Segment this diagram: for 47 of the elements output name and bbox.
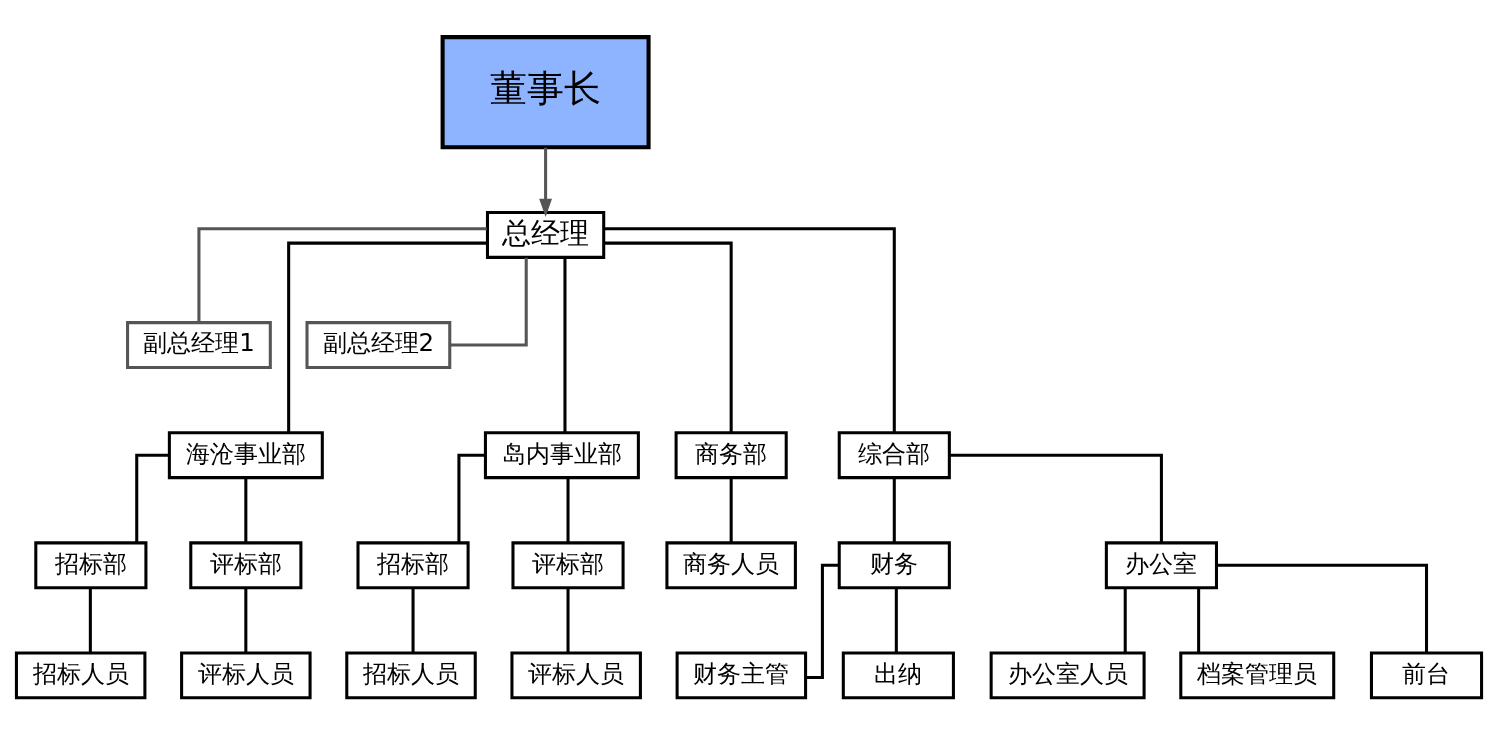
node-box: 前台 [1369, 651, 1484, 700]
connector [88, 588, 92, 653]
node-box: 综合部 [837, 431, 951, 480]
node-box: 出纳 [841, 651, 955, 700]
node-box: 招标部 [34, 541, 148, 590]
connector [287, 241, 488, 433]
node-box: 总经理 [485, 211, 606, 259]
node-box: 评标人员 [180, 651, 312, 700]
node-box: 岛内事业部 [483, 431, 640, 480]
node-box: 财务主管 [675, 651, 808, 700]
connector [1217, 563, 1429, 653]
arrow [539, 147, 553, 218]
connector [244, 478, 248, 543]
node-box: 评标部 [189, 541, 303, 590]
connector [135, 453, 169, 543]
connector [411, 588, 415, 653]
connector [566, 478, 570, 543]
connector [603, 227, 896, 433]
node-box: 办公室 [1104, 541, 1218, 590]
connector [457, 453, 485, 543]
connector [563, 257, 567, 433]
connector [892, 478, 896, 543]
connector [1123, 588, 1127, 653]
node-box: 评标人员 [510, 651, 642, 700]
node-box: 招标人员 [345, 651, 477, 700]
connector [566, 588, 570, 653]
connector [894, 588, 898, 653]
node-box: 副总经理2 [305, 321, 452, 370]
connector [1197, 588, 1201, 653]
node-box: 财务 [837, 541, 951, 590]
node-box: 办公室人员 [989, 651, 1146, 700]
connector [729, 478, 733, 543]
node-box: 评标部 [511, 541, 625, 590]
node-box: 副总经理1 [126, 321, 272, 370]
node-box: 招标部 [356, 541, 470, 590]
connector [244, 588, 248, 653]
connector [806, 563, 840, 679]
connector [604, 241, 733, 433]
node-box: 档案管理员 [1179, 651, 1336, 700]
connector [450, 257, 528, 347]
node-box: 商务部 [674, 431, 788, 480]
connector [197, 227, 487, 323]
node-box: 董事长 [440, 35, 651, 150]
node-box: 商务人员 [665, 541, 797, 590]
node-box: 招标人员 [14, 651, 147, 700]
node-box: 海沧事业部 [167, 431, 324, 480]
connector [949, 453, 1163, 543]
